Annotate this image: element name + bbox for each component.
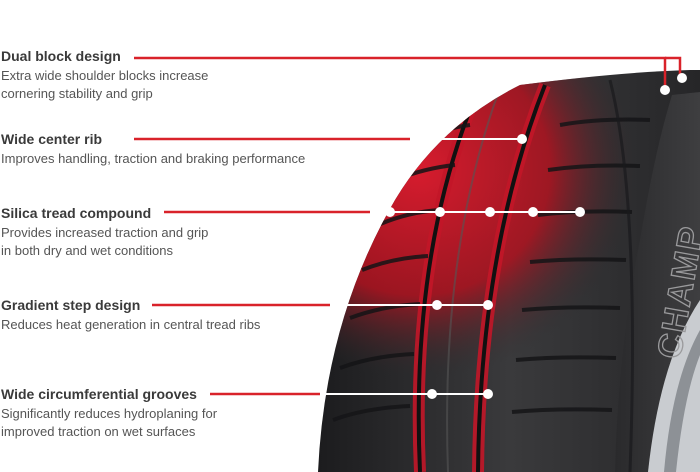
wheel-rim [648, 300, 700, 472]
callout-dot [483, 389, 493, 399]
feature-description-line: in both dry and wet conditions [1, 243, 173, 258]
feature-description-line: Provides increased traction and grip [1, 225, 209, 240]
feature-description-line: Reduces heat generation in central tread… [1, 317, 261, 332]
feature-description-line: improved traction on wet surfaces [1, 424, 196, 439]
callout-dot [427, 389, 437, 399]
feature-description: Reduces heat generation in central tread… [1, 316, 260, 334]
callout-dot [528, 207, 538, 217]
feature-title: Gradient step design [1, 297, 141, 313]
callout-dot [435, 207, 445, 217]
feature-description-line: cornering stability and grip [1, 86, 153, 101]
feature-description: Extra wide shoulder blocks increase corn… [1, 67, 208, 103]
callout-dot [660, 85, 670, 95]
callout-dot [432, 300, 442, 310]
feature-silica-compound: Silica tread compound Provides increased… [1, 205, 208, 260]
feature-gradient-step: Gradient step design Reduces heat genera… [1, 297, 260, 334]
feature-description: Provides increased traction and grip in … [1, 224, 208, 260]
feature-description: Improves handling, traction and braking … [1, 150, 305, 168]
feature-title: Silica tread compound [1, 205, 152, 221]
callout-dot [385, 207, 395, 217]
feature-title: Dual block design [1, 48, 121, 64]
callout-dot [575, 207, 585, 217]
callout-dot [483, 300, 493, 310]
feature-description-line: Improves handling, traction and braking … [1, 151, 306, 166]
feature-description-line: Significantly reduces hydroplaning for [1, 406, 218, 421]
callout-line-dual-block [134, 56, 667, 88]
feature-circumferential-grooves: Wide circumferential grooves Significant… [1, 386, 217, 441]
feature-title: Wide circumferential grooves [1, 386, 197, 402]
feature-wide-center-rib: Wide center rib Improves handling, tract… [1, 131, 305, 168]
callout-dot [485, 207, 495, 217]
feature-dual-block: Dual block design Extra wide shoulder bl… [1, 48, 208, 103]
feature-title: Wide center rib [1, 131, 103, 147]
callout-dot [517, 134, 527, 144]
feature-description: Significantly reduces hydroplaning for i… [1, 405, 217, 441]
feature-description-line: Extra wide shoulder blocks increase [1, 68, 209, 83]
callout-dot [677, 73, 687, 83]
